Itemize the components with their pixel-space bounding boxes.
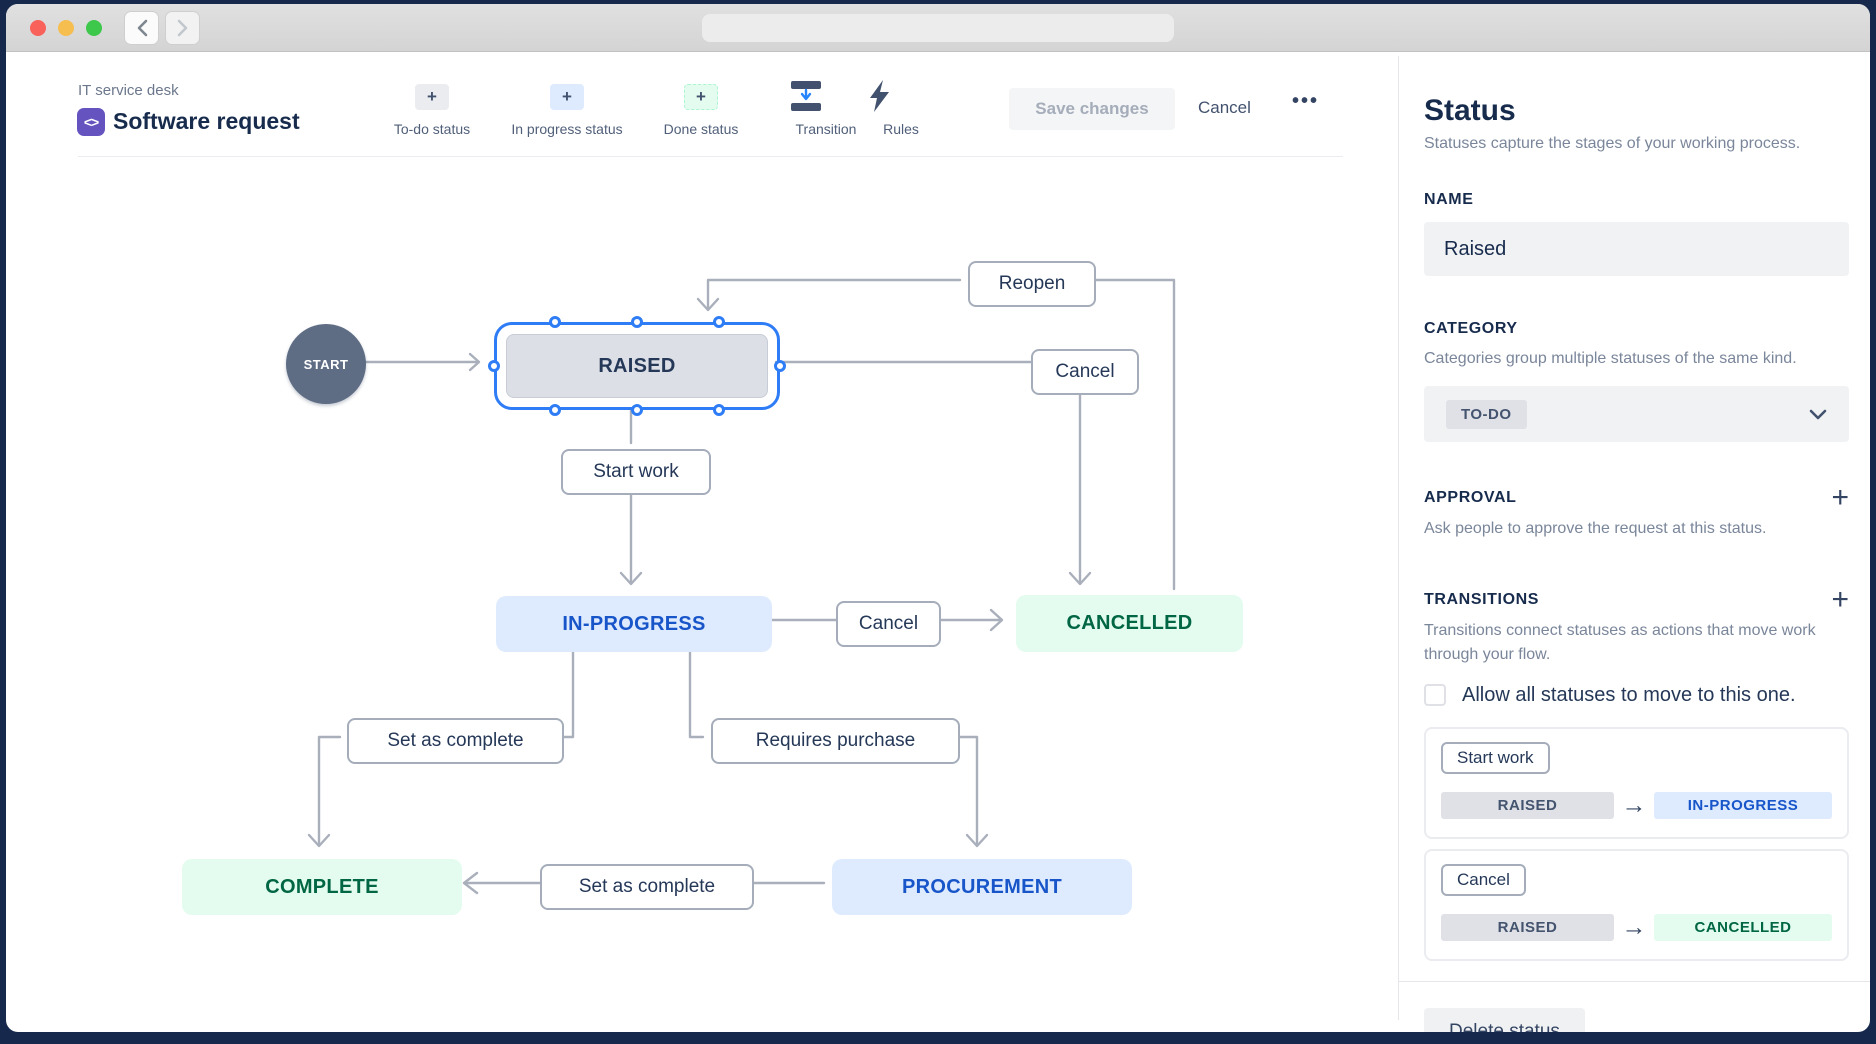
transition-label-start-work[interactable]: Start work <box>561 449 711 495</box>
add-todo-status-button[interactable]: + <box>415 84 449 110</box>
transitions-label: TRANSITIONS <box>1424 591 1540 609</box>
delete-status-button[interactable]: Delete status <box>1424 1007 1585 1032</box>
category-select[interactable]: TO-DO <box>1424 386 1849 443</box>
arrow-right-icon: → <box>1621 912 1647 941</box>
forward-button[interactable] <box>165 10 200 45</box>
add-inprogress-status-label: In progress status <box>511 121 623 137</box>
transition-label-set-as-complete[interactable]: Set as complete <box>540 864 754 910</box>
add-transition-sidebar-button[interactable]: + <box>1831 583 1849 617</box>
transition-arrow-icon <box>800 88 812 101</box>
address-bar[interactable] <box>702 14 1174 42</box>
panel-title: Status <box>1424 94 1516 127</box>
cancel-button[interactable]: Cancel <box>1198 98 1251 117</box>
save-changes-button[interactable]: Save changes <box>1009 88 1175 130</box>
selection-handle[interactable] <box>549 316 561 328</box>
selection-handle[interactable] <box>713 404 725 416</box>
zoom-window-icon[interactable] <box>86 19 102 36</box>
to-status-chip: CANCELLED <box>1654 913 1832 941</box>
transitions-description: Transitions connect statuses as actions … <box>1424 622 1816 663</box>
add-todo-status-label: To-do status <box>393 121 471 137</box>
status-panel: Status Statuses capture the stages of yo… <box>1398 56 1870 1032</box>
more-menu-button[interactable]: ••• <box>1292 90 1320 112</box>
name-label: NAME <box>1424 191 1474 208</box>
sidebar-divider <box>1399 980 1870 982</box>
chevron-right-icon <box>177 19 187 36</box>
arrow-right-icon: → <box>1621 790 1647 819</box>
transition-label-reopen[interactable]: Reopen <box>968 261 1096 307</box>
selection-handle[interactable] <box>713 316 725 328</box>
to-status-chip: IN-PROGRESS <box>1654 791 1832 819</box>
rules-label: Rules <box>883 121 919 137</box>
titlebar <box>6 4 1870 52</box>
chevron-left-icon <box>137 19 147 36</box>
rules-button[interactable] <box>866 80 894 117</box>
approval-label: APPROVAL <box>1424 489 1517 507</box>
minimize-window-icon[interactable] <box>58 19 74 36</box>
status-node-raised[interactable]: RAISED <box>506 334 768 398</box>
panel-subtitle: Statuses capture the stages of your work… <box>1424 135 1801 152</box>
selection-handle[interactable] <box>631 404 643 416</box>
status-node-in-progress[interactable]: IN-PROGRESS <box>496 596 772 652</box>
status-node-cancelled[interactable]: CANCELLED <box>1016 595 1243 652</box>
transition-label-requires-purchase[interactable]: Requires purchase <box>711 718 960 764</box>
status-name-input[interactable] <box>1424 222 1849 276</box>
add-transition-button[interactable] <box>791 81 821 111</box>
transition-card-start-work[interactable]: Start work RAISED → IN-PROGRESS <box>1424 726 1849 839</box>
category-label: CATEGORY <box>1424 320 1518 337</box>
add-done-status-button[interactable]: + <box>684 84 718 110</box>
close-window-icon[interactable] <box>30 19 46 36</box>
allow-all-label: Allow all statuses to move to this one. <box>1462 683 1796 706</box>
from-status-chip: RAISED <box>1441 791 1614 819</box>
selection-handle[interactable] <box>631 316 643 328</box>
page-title: Software request <box>113 108 300 134</box>
status-node-procurement[interactable]: PROCUREMENT <box>832 859 1132 915</box>
start-node[interactable]: START <box>286 324 366 404</box>
browser-window: IT service desk <> Software request + To… <box>6 4 1870 1032</box>
transition-name-badge: Start work <box>1441 741 1550 774</box>
workflow-type-icon: <> <box>77 108 105 136</box>
add-inprogress-status-button[interactable]: + <box>550 84 584 110</box>
back-button[interactable] <box>124 10 159 45</box>
category-value-chip: TO-DO <box>1446 399 1527 429</box>
add-transition-label: Transition <box>795 121 857 137</box>
category-description: Categories group multiple statuses of th… <box>1424 350 1797 367</box>
allow-all-checkbox[interactable] <box>1424 684 1446 707</box>
traffic-lights <box>30 19 102 36</box>
chevron-down-icon <box>1809 409 1827 419</box>
breadcrumb-project: IT service desk <box>78 82 179 99</box>
add-approval-button[interactable]: + <box>1831 481 1849 515</box>
transition-name-badge: Cancel <box>1441 863 1526 896</box>
selection-handle[interactable] <box>549 404 561 416</box>
transition-label-cancel[interactable]: Cancel <box>1031 349 1139 395</box>
selection-handle[interactable] <box>488 360 500 372</box>
header-divider <box>78 156 1343 157</box>
status-node-complete[interactable]: COMPLETE <box>182 859 462 915</box>
approval-description: Ask people to approve the request at thi… <box>1424 520 1767 538</box>
transition-label-set-as-complete[interactable]: Set as complete <box>347 718 564 764</box>
transition-label-cancel[interactable]: Cancel <box>836 601 941 647</box>
transition-card-cancel[interactable]: Cancel RAISED → CANCELLED <box>1424 848 1849 961</box>
add-done-status-label: Done status <box>663 121 739 137</box>
lightning-icon <box>870 80 889 112</box>
selection-handle[interactable] <box>774 360 786 372</box>
from-status-chip: RAISED <box>1441 913 1614 941</box>
